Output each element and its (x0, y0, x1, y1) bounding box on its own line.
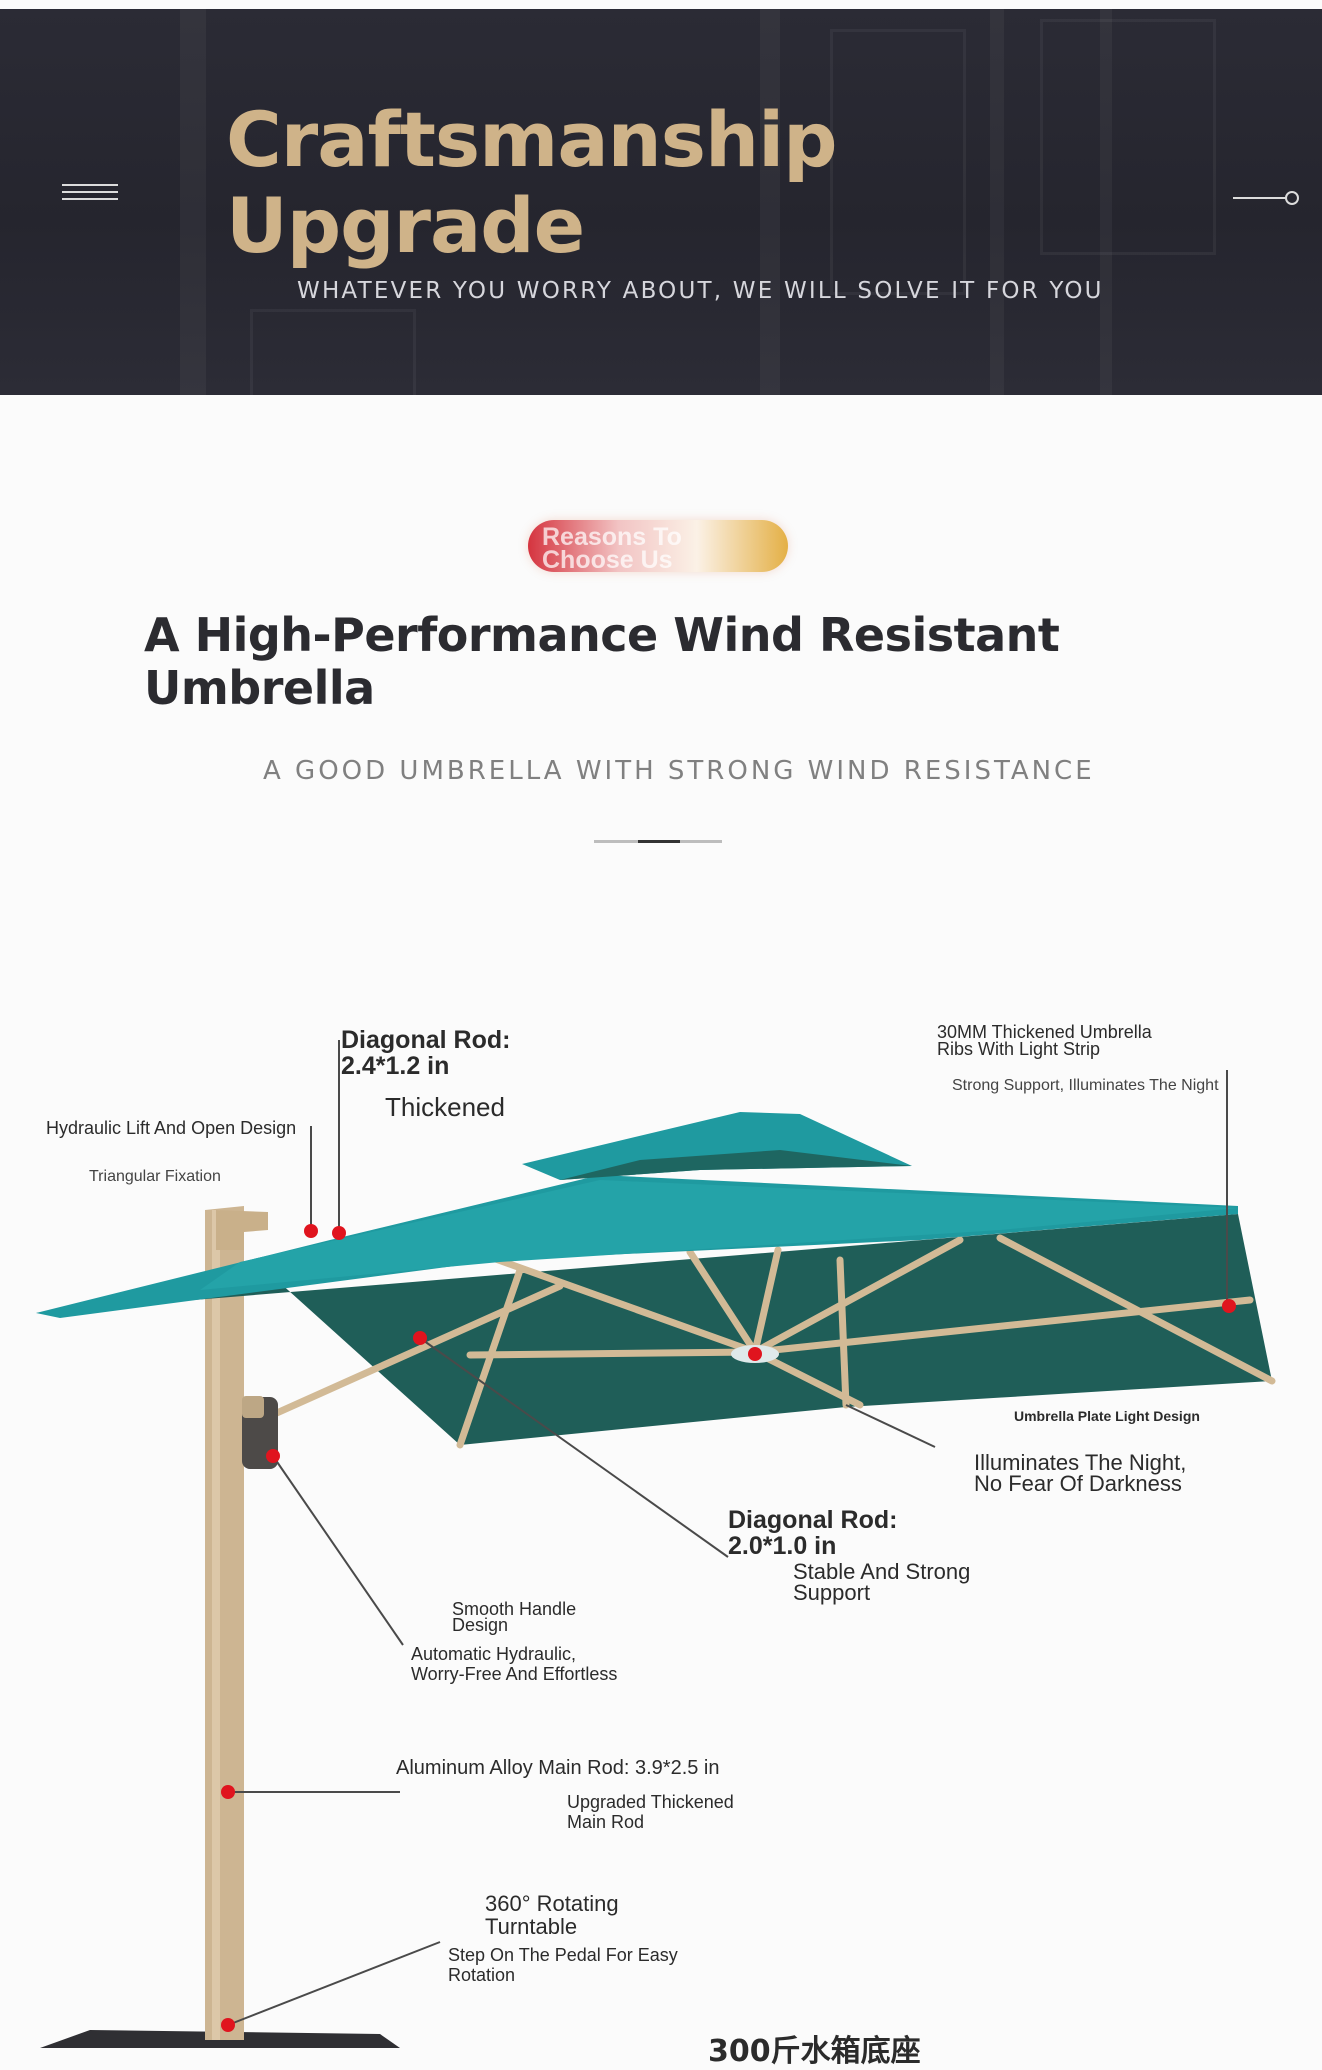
diagonal-top-title: Diagonal Rod:2.4*1.2 in (341, 1027, 510, 1079)
turntable-title-line2: Turntable (485, 1914, 578, 1939)
diagonal-mid-title-line1: Diagonal Rod: (728, 1506, 898, 1534)
cantilever-arm (216, 1210, 268, 1250)
marker-diagonal-mid (413, 1331, 427, 1345)
section-divider (594, 840, 722, 843)
slider-indicator-icon[interactable] (1233, 190, 1299, 206)
handle-sub: Automatic Hydraulic,Worry-Free And Effor… (411, 1644, 617, 1684)
umbrella-ribs (246, 1234, 1276, 1449)
markers (221, 1224, 1236, 2032)
hydraulic-sub: Triangular Fixation (89, 1168, 221, 1185)
canopy-underside (36, 1214, 1272, 1445)
diagonal-top-sub: Thickened (385, 1092, 505, 1122)
hero-bg-window (1040, 19, 1216, 255)
turntable-title-line1: 360° Rotating (485, 1891, 619, 1916)
main-rod-sub-line1: Upgraded Thickened (567, 1792, 734, 1812)
turntable-sub-line1: Step On The Pedal For Easy (448, 1945, 678, 1965)
plate-title: Umbrella Plate Light Design (1014, 1408, 1200, 1424)
base-title-cn: 300斤水箱底座 (708, 2034, 921, 2069)
section-title-line1: A High-Performance Wind Resistant (144, 608, 1060, 662)
hero-bg-pillar (760, 9, 780, 395)
badge-line2: Choose Us (542, 546, 673, 574)
diagonal-mid-title: Diagonal Rod:2.0*1.0 in (728, 1507, 897, 1559)
main-pole (205, 1206, 244, 2040)
handle-sub-line1: Automatic Hydraulic, (411, 1644, 577, 1664)
badge-line1: Reasons To (542, 523, 682, 551)
top-vent (522, 1112, 912, 1180)
diagonal-top-title-line2: 2.4*1.2 in (341, 1052, 450, 1080)
section-title-line2: Umbrella (144, 661, 375, 715)
main-rod-title: Aluminum Alloy Main Rod: 3.9*2.5 in (396, 1757, 720, 1779)
ribs-sub: Strong Support, Illuminates The Night (952, 1077, 1219, 1094)
marker-plate (748, 1347, 762, 1361)
marker-handle (266, 1449, 280, 1463)
hero-bg-pillar (990, 9, 1004, 395)
marker-ribs (1222, 1299, 1236, 1313)
hero-bg-pillar (1100, 9, 1112, 395)
diagonal-mid-sub-line2: Support (793, 1580, 871, 1605)
marker-hydraulic (304, 1224, 318, 1238)
hero-bg-window (830, 29, 966, 295)
main-pole-highlight (212, 1210, 220, 2040)
top-vent-under (560, 1150, 912, 1180)
hero-bg-table (250, 309, 416, 395)
marker-turntable (221, 2018, 235, 2032)
hero-title-line2: Upgrade (226, 181, 585, 270)
diagonal-mid-title-line2: 2.0*1.0 in (728, 1532, 837, 1560)
main-rod-sub-line2: Main Rod (567, 1812, 645, 1832)
ribs-title-line2: Ribs With Light Strip (937, 1039, 1101, 1059)
hero-title-line1: Craftsmanship (226, 95, 838, 184)
diagonal-top-title-line1: Diagonal Rod: (341, 1026, 511, 1054)
plate-sub-line1: Illuminates The Night, (974, 1450, 1187, 1475)
hero-subtitle: WHATEVER YOU WORRY ABOUT, WE WILL SOLVE … (297, 278, 1104, 304)
hero-bg-pillar (180, 9, 206, 395)
marker-main-rod (221, 1785, 235, 1799)
marker-diagonal-top (332, 1226, 346, 1240)
plate-sub-line2: No Fear Of Darkness (974, 1471, 1182, 1496)
reasons-badge: Reasons To Choose Us (528, 520, 788, 574)
reasons-badge-text: Reasons To Choose Us (542, 523, 722, 574)
menu-icon[interactable] (62, 184, 118, 204)
turntable-sub-line2: Rotation (448, 1965, 516, 1985)
hydraulic-title: Hydraulic Lift And Open Design (46, 1118, 297, 1138)
plate-sub: Illuminates The Night,No Fear Of Darknes… (974, 1450, 1187, 1496)
handle-title-line1: Smooth Handle (452, 1599, 577, 1619)
turntable-collar (242, 1396, 264, 1418)
diagonal-mid-sub-line1: Stable And Strong (793, 1559, 971, 1584)
section-subtitle: A GOOD UMBRELLA WITH STRONG WIND RESISTA… (263, 756, 1095, 786)
canopy-top-shade (200, 1180, 1238, 1290)
ribs-title-line1: 30MM Thickened Umbrella (937, 1022, 1152, 1042)
leader-lines (227, 1040, 1228, 2026)
handle-title-line2: Design (452, 1615, 509, 1635)
handle-sub-line2: Worry-Free And Effortless (411, 1664, 618, 1684)
